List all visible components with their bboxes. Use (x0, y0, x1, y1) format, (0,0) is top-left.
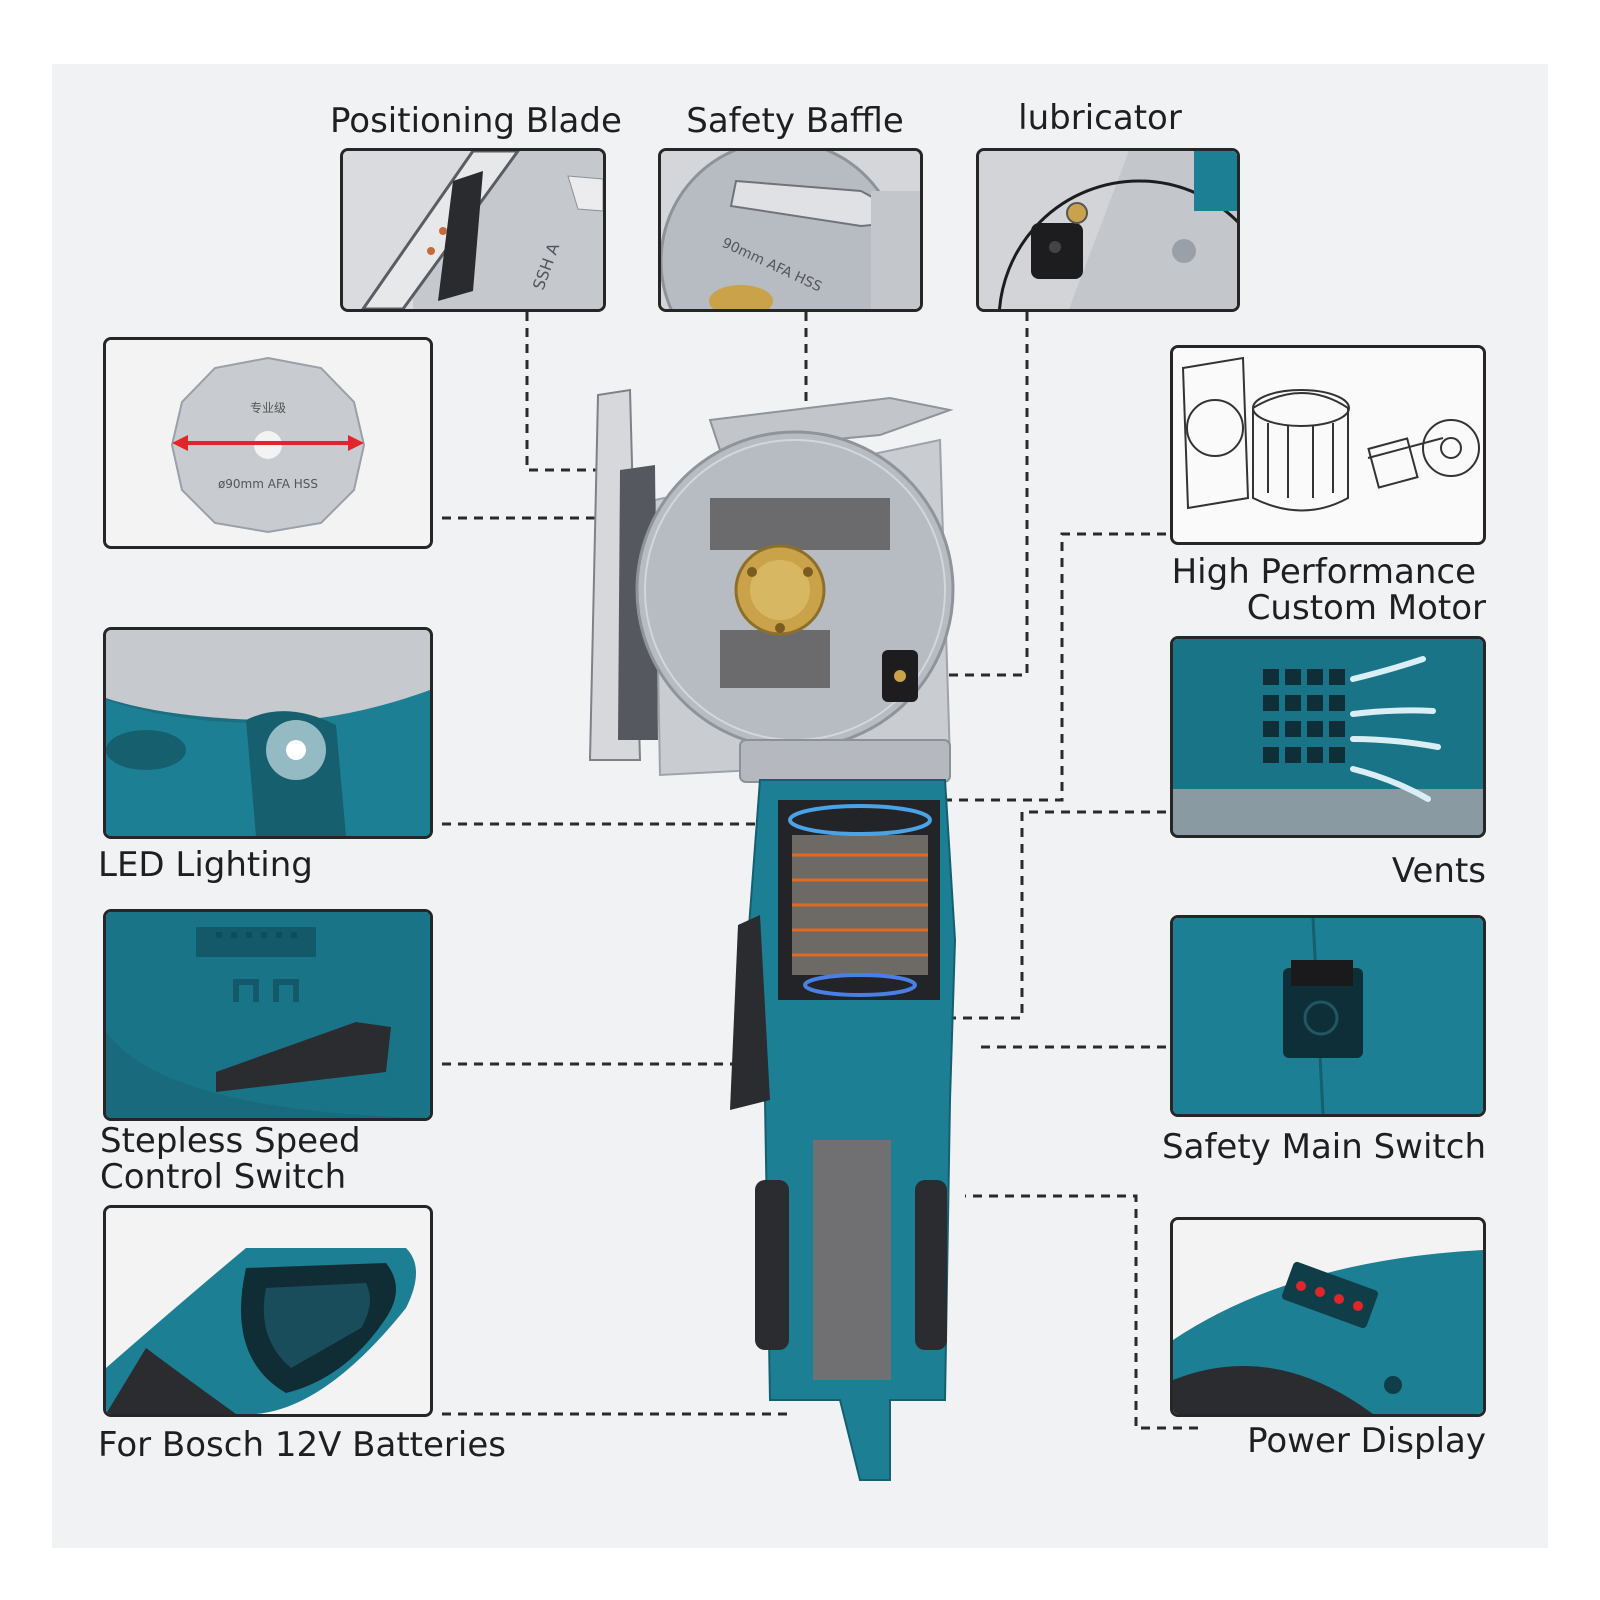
lubricator-image (979, 151, 1237, 309)
panel-vents (1170, 636, 1486, 838)
vents-image (1173, 639, 1483, 835)
positioning-blade-image: SSH A (343, 151, 603, 309)
label-safety-main-switch: Safety Main Switch (1162, 1127, 1486, 1167)
cordless-rotary-cutter (588, 388, 957, 1481)
safety-baffle-image: 90mm AFA HSS (661, 151, 920, 309)
panel-lubricator (976, 148, 1240, 312)
leader-vents (947, 810, 1198, 1020)
label-vents: Vents (1391, 851, 1486, 891)
panel-main-switch (1170, 915, 1486, 1117)
label-speed-line1: Stepless Speed (100, 1121, 361, 1161)
panel-safety-baffle: 90mm AFA HSS (658, 148, 923, 312)
label-motor-line2: Custom Motor (1246, 588, 1486, 628)
panel-led-lighting (103, 627, 433, 839)
blade-diameter-image: 专业级 ø90mm AFA HSS (106, 340, 430, 546)
label-batteries: For Bosch 12V Batteries (98, 1425, 506, 1465)
battery-port-image (106, 1208, 430, 1414)
panel-battery-port (103, 1205, 433, 1417)
label-motor-line1: High Performance (1171, 552, 1476, 592)
panel-power-display (1170, 1217, 1486, 1417)
label-lubricator: lubricator (1018, 98, 1182, 138)
panel-positioning-blade: SSH A (340, 148, 606, 312)
power-display-image (1173, 1220, 1483, 1414)
panel-motor (1170, 345, 1486, 545)
label-power-display: Power Display (1247, 1421, 1486, 1461)
label-positioning-blade: Positioning Blade (330, 101, 622, 141)
panel-speed-switch (103, 909, 433, 1121)
speed-switch-image (106, 912, 430, 1118)
label-safety-baffle: Safety Baffle (686, 101, 904, 141)
leader-motor (947, 532, 1198, 802)
label-speed-line2: Control Switch (100, 1157, 347, 1197)
blade-diameter-mark: ø90mm AFA HSS (218, 477, 318, 491)
blade-top-mark: 专业级 (250, 400, 286, 415)
led-lighting-image (106, 630, 430, 836)
leader-power-display (965, 1194, 1198, 1430)
leader-lubricator (945, 312, 1029, 677)
label-led-lighting: LED Lighting (98, 845, 313, 885)
panel-blade-diameter: 专业级 ø90mm AFA HSS (103, 337, 433, 549)
motor-exploded-image (1173, 348, 1483, 542)
main-switch-image (1173, 918, 1483, 1114)
leader-positioning-blade (525, 312, 618, 472)
